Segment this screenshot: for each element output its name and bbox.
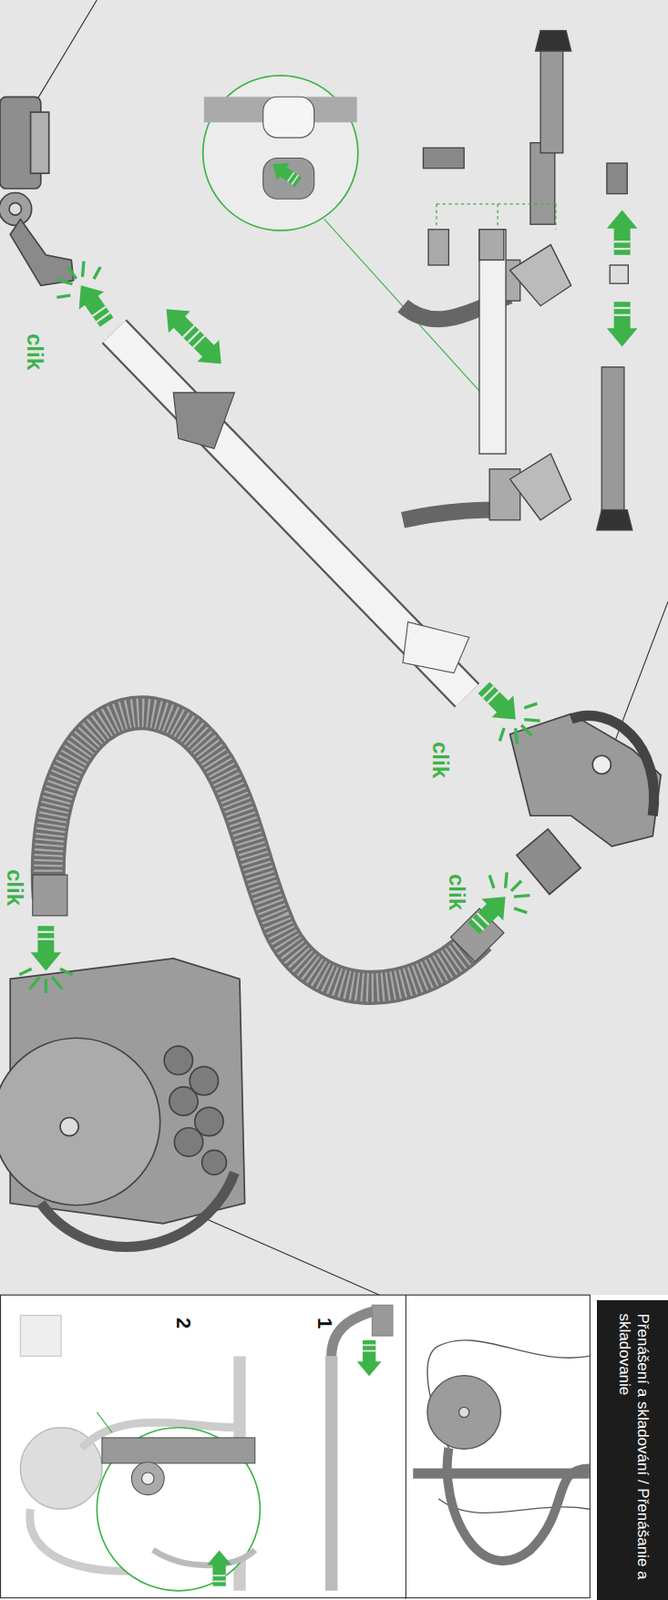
floor-tool [10,219,73,287]
click-label: clik [443,873,470,911]
accessory-tools [402,30,633,531]
accessory-tools [435,204,437,230]
step-drawing [325,1356,338,1591]
wand-clip [402,622,470,674]
illustration-group [472,677,527,731]
carry-scene [447,1448,590,1562]
click-label: clik [1,869,28,906]
step-panel [0,1294,591,1598]
accessory-tools [479,229,504,261]
hose [48,712,480,988]
illustration-group [484,862,540,917]
vacuum-body [41,1172,236,1247]
vacuum-body [164,1046,193,1075]
inset-detail [204,96,358,199]
vacuum-body [0,1037,161,1206]
handle [592,755,611,774]
illustration-group [206,1550,232,1586]
carry-scene [459,1407,470,1418]
leader-line [35,0,97,103]
illustration-group [462,885,517,940]
carry-scene [427,1376,502,1450]
double-arrow [155,298,233,375]
band-text-holder: Přenášení a skladování / Přenášanie a sk… [596,1300,668,1600]
handle [510,713,662,895]
click-label: clik [21,333,48,370]
detail-inset [203,75,359,231]
accessory-tools [436,203,556,205]
leader-line [609,601,668,755]
handle [510,713,662,846]
floor-tool [30,112,50,174]
step-inset-detail [153,1550,256,1566]
handle [516,829,581,895]
step-number: 2 [171,1317,196,1329]
step-inset-detail [131,1462,165,1496]
illustration-group [19,968,72,994]
carry-scene [438,1499,590,1513]
brush-tool [173,392,235,450]
illustration-group [606,210,638,256]
accessory-tools [530,143,555,226]
illustration-group [266,155,305,192]
handle [571,715,655,816]
vacuum-body [164,1046,227,1175]
accessory-tools [596,510,633,531]
illustration-group [606,301,638,347]
accessory-tools [479,229,506,454]
panel-divider [405,1294,407,1599]
step-inset [96,1428,260,1592]
accessory-tools [422,147,464,168]
illustration-group [495,698,551,754]
title-band: Přenášení a skladování / Přenášanie a sk… [596,1300,668,1600]
carry-scene [412,1340,590,1562]
floor-tool [0,193,32,227]
step-drawing [371,1305,392,1336]
illustration-group [357,1340,382,1377]
hose-ribs [48,712,480,988]
step-inset-detail [142,1472,155,1485]
accessory-tools [496,204,498,230]
accessory-tools [609,265,628,284]
hose-cuff [32,874,68,916]
step-number: 1 [312,1317,337,1329]
accessory-tools [510,245,572,307]
vacuum-body [0,958,246,1247]
illustration-group [30,925,62,971]
vacuum-body [202,1150,227,1175]
vacuum-body [169,1087,198,1116]
accessory-tools [554,204,556,230]
accessory-tools [606,163,627,195]
floor-tool [0,96,74,286]
vacuum-body [60,1118,79,1137]
double-arrow [155,298,210,352]
click-label: clik [427,741,453,779]
floor-tool [9,203,21,216]
step-inset-detail [102,1438,256,1566]
accessory-tools [428,229,449,266]
step-drawing [20,1315,62,1357]
leader-line [194,1213,381,1296]
accessory-tools [510,453,572,521]
inset-leader [96,1412,113,1433]
step-inset-detail [102,1438,256,1464]
section-title: Přenášení a skladování / Přenášanie a sk… [614,1313,651,1588]
illustration-group [68,277,120,332]
accessory-tools [601,367,625,511]
inset-detail [263,96,315,138]
accessory-tools [535,30,572,52]
vacuum-body [174,1128,203,1157]
step-drawing [20,1305,392,1591]
illustration-group [46,251,104,302]
